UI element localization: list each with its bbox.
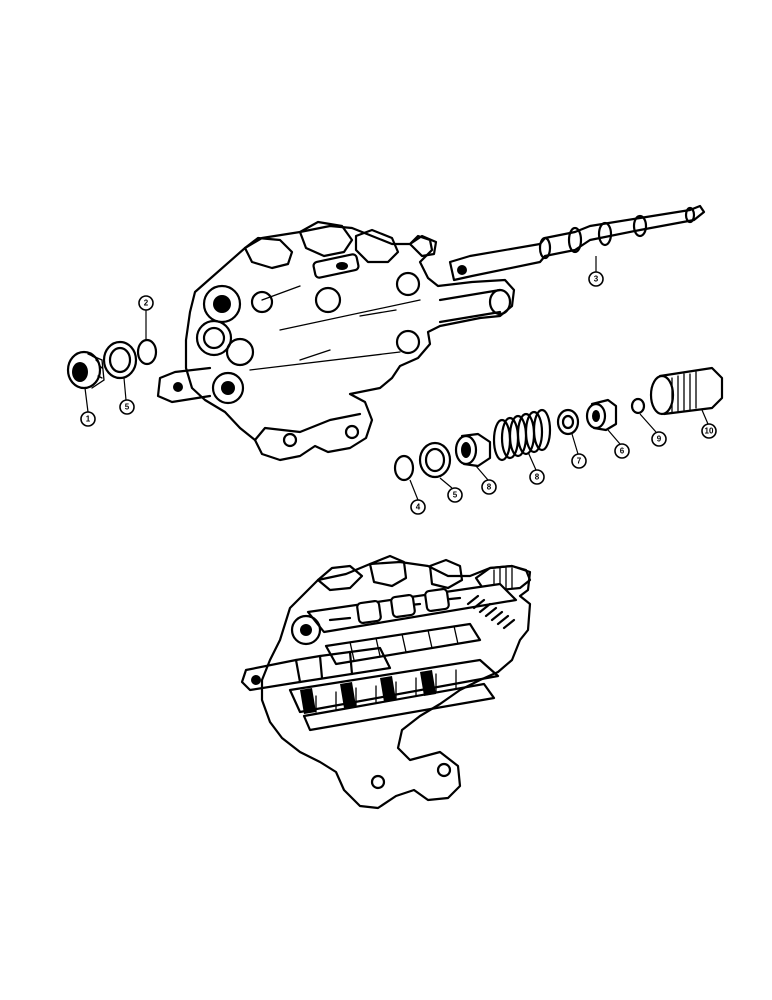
callout-10: 10 [701, 423, 717, 439]
svg-text:1: 1 [86, 415, 91, 424]
svg-text:4: 4 [416, 503, 421, 512]
callout-4: 4 [410, 499, 426, 515]
assembled-valve-cutaway [240, 554, 532, 810]
svg-text:5: 5 [125, 403, 130, 412]
callout-8-spring: 8 [529, 469, 545, 485]
part-8-spring-seat [454, 432, 492, 468]
part-4-o-ring [393, 454, 415, 482]
callout-6: 6 [614, 443, 630, 459]
part-8-spring [492, 408, 552, 462]
svg-text:9: 9 [657, 435, 662, 444]
callout-5-left: 5 [119, 399, 135, 415]
svg-text:6: 6 [620, 447, 625, 456]
control-valve-body [156, 220, 516, 462]
callout-1: 1 [80, 411, 96, 427]
svg-text:8: 8 [487, 483, 492, 492]
callout-3: 3 [588, 271, 604, 287]
callout-9: 9 [651, 431, 667, 447]
part-1-plug [66, 350, 105, 390]
svg-text:7: 7 [577, 457, 582, 466]
svg-text:10: 10 [705, 427, 714, 436]
callout-2: 2 [138, 295, 154, 311]
part-5-washer-left [102, 340, 138, 380]
part-9-o-ring [630, 397, 646, 415]
part-6-stop [585, 398, 618, 432]
part-7-washer [556, 408, 580, 436]
svg-text:8: 8 [535, 473, 540, 482]
callout-7: 7 [571, 453, 587, 469]
callout-8-seat: 8 [481, 479, 497, 495]
svg-text:3: 3 [594, 275, 599, 284]
svg-text:2: 2 [144, 299, 149, 308]
svg-text:5: 5 [453, 491, 458, 500]
part-10-cap [649, 366, 724, 416]
leader-lines [84, 256, 709, 501]
callout-5-right: 5 [447, 487, 463, 503]
spool-shaft [448, 204, 706, 282]
part-5-washer-right [418, 441, 452, 479]
part-2-o-ring [136, 338, 158, 366]
